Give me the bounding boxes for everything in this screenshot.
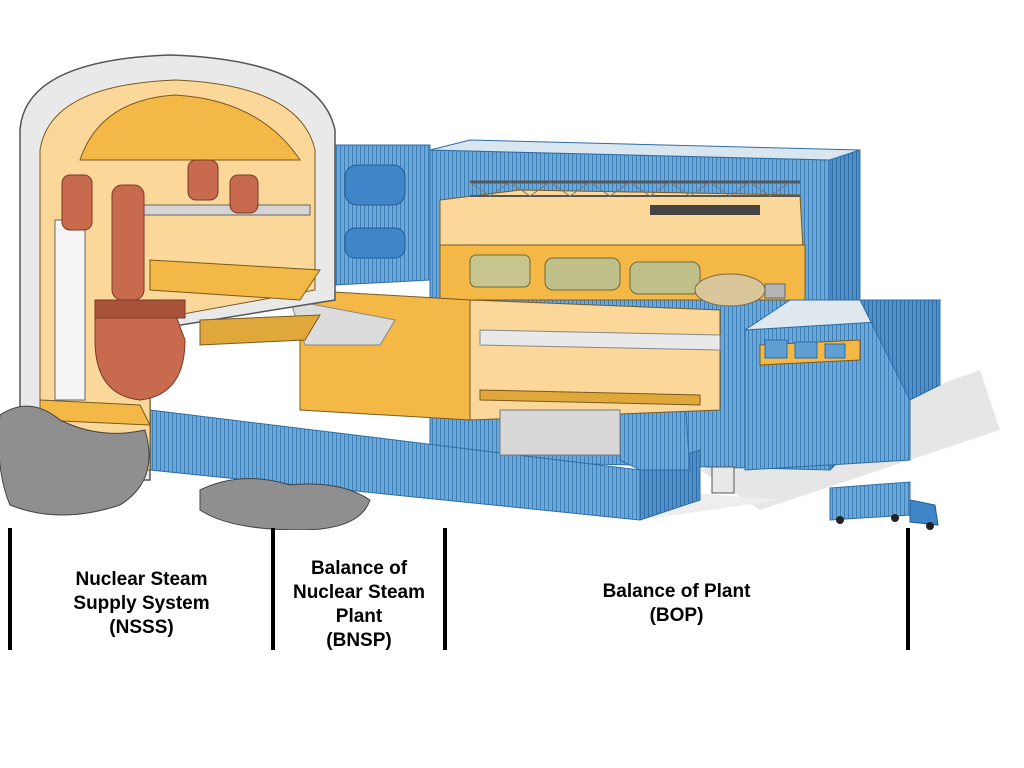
turbine-generator-icon: [469, 254, 786, 307]
bop-label: Balance of Plant (BOP): [602, 581, 751, 626]
storage-tanks: [344, 164, 406, 259]
section-divider-2: [271, 528, 275, 650]
transformer-icon: [764, 339, 846, 359]
building-entrance: [711, 466, 735, 494]
steam-generator-icon: [61, 159, 259, 301]
section-divider-1: [8, 528, 12, 650]
section-divider-4: [906, 528, 910, 650]
bnsp-label: Balance of Nuclear Steam Plant (BNSP): [292, 558, 425, 651]
foundation-rock: [0, 405, 371, 530]
truck-icon: [829, 481, 939, 530]
nsss-label: Nuclear Steam Supply System (NSSS): [73, 569, 210, 638]
section-divider-3: [443, 528, 447, 650]
power-plant-cutaway-illustration: [0, 54, 1000, 530]
reactor-vessel-icon: [94, 299, 186, 401]
auxiliary-buildings: [149, 144, 721, 521]
